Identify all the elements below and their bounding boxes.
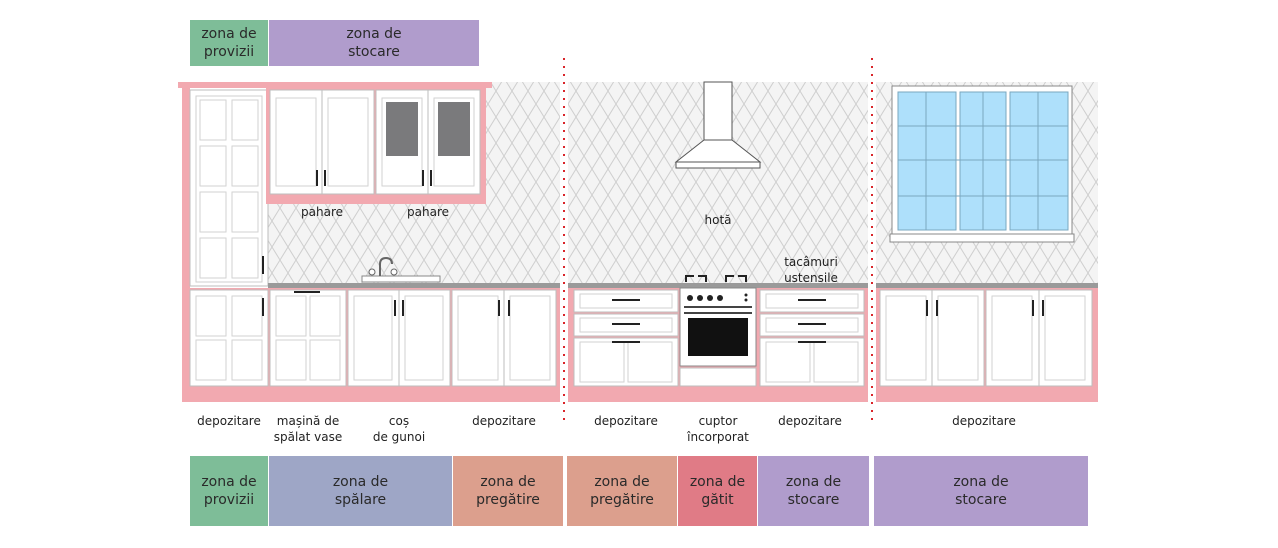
label-depozitare-1: depozitare bbox=[197, 414, 261, 428]
base-cabinets-right bbox=[879, 289, 1093, 387]
upper-cabinets bbox=[266, 88, 486, 204]
bottom-zone-stocare-1: zona de stocare bbox=[758, 456, 869, 526]
bottom-zone-gatit: zona de gătit bbox=[678, 456, 757, 526]
base-cabinets-left bbox=[189, 289, 557, 387]
bottom-zone-spalare: zona de spălare bbox=[269, 456, 452, 526]
top-zone-provizii: zona de provizii bbox=[190, 20, 268, 66]
range-hood bbox=[674, 81, 762, 169]
bottom-zone-stocare-2: zona de stocare bbox=[874, 456, 1088, 526]
label-masina-spalat: mașină de spălat vase bbox=[273, 414, 343, 444]
label-pahare-1: pahare bbox=[301, 205, 343, 219]
countertop-right bbox=[876, 283, 1098, 288]
label-cuptor: cuptor încorporat bbox=[687, 414, 749, 444]
label-hota: hotă bbox=[704, 213, 732, 227]
label-pahare-2: pahare bbox=[407, 205, 449, 219]
base-cabinets-middle bbox=[573, 287, 865, 387]
top-zone-stocare: zona de stocare bbox=[269, 20, 479, 66]
label-depozitare-4: depozitare bbox=[778, 414, 842, 428]
cooktop-burners bbox=[685, 275, 747, 282]
bottom-zone-provizii: zona de provizii bbox=[190, 456, 268, 526]
sink-faucet bbox=[361, 256, 441, 283]
oven bbox=[679, 287, 757, 387]
label-depozitare-2: depozitare bbox=[472, 414, 536, 428]
bottom-zone-pregatire-1: zona de pregătire bbox=[453, 456, 563, 526]
label-tacamuri: tacâmuri ustensile bbox=[784, 255, 838, 285]
tall-pantry-cabinet bbox=[178, 82, 492, 288]
label-depozitare-5: depozitare bbox=[952, 414, 1016, 428]
label-cos-gunoi: coș de gunoi bbox=[372, 414, 426, 444]
bottom-zone-pregatire-2: zona de pregătire bbox=[567, 456, 677, 526]
label-depozitare-3: depozitare bbox=[594, 414, 658, 428]
window bbox=[889, 85, 1075, 243]
countertop-left bbox=[268, 283, 560, 288]
countertop-middle bbox=[568, 283, 868, 288]
